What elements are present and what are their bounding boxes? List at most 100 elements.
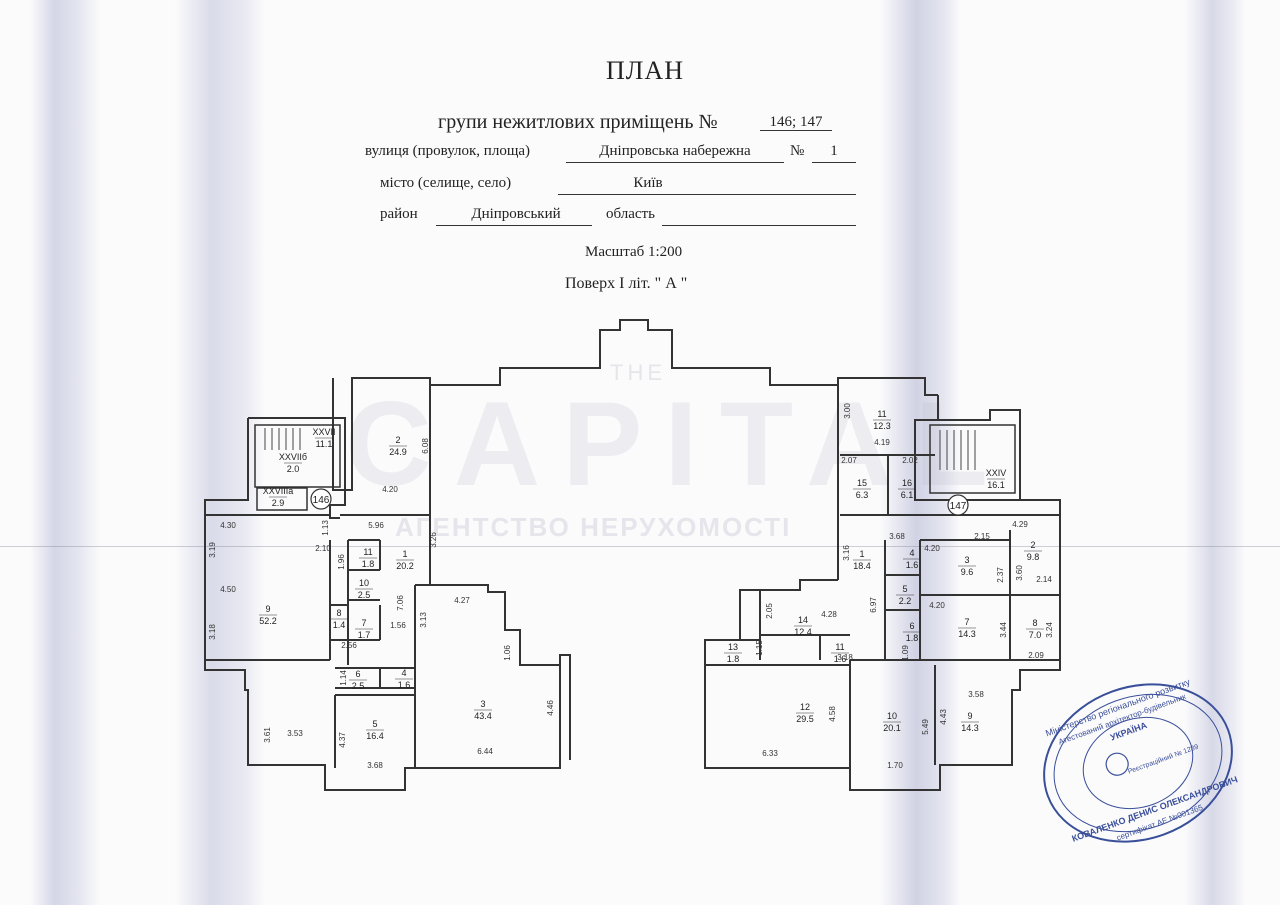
room-label: 120.2 [396, 549, 414, 571]
dimension-label: 4.20 [929, 601, 945, 610]
room-label: 156.3 [853, 478, 871, 500]
room-number: 6 [909, 621, 914, 631]
seal-register: Реєстраційний № 1289 [1127, 743, 1200, 776]
dimension-label: 1.15 [755, 640, 764, 656]
room-label: 102.5 [355, 578, 373, 600]
dimension-label: 1.13 [321, 520, 330, 536]
dimension-label: 2.05 [765, 603, 774, 619]
room-number: 11 [363, 547, 372, 557]
wall [204, 418, 561, 791]
room-area: 11.1 [316, 439, 333, 449]
dimension-label: 3.18 [208, 624, 217, 640]
room-label: 29.8 [1024, 540, 1042, 562]
wall [704, 499, 1061, 791]
dimension-label: 4.37 [338, 732, 347, 748]
room-number: 12 [800, 702, 810, 712]
room-number: 2 [1030, 540, 1035, 550]
room-area: 24.9 [389, 447, 407, 457]
floor-label: Поверх I літ. " А " [565, 275, 688, 292]
dimension-label: 3.26 [429, 532, 438, 548]
room-label: 224.9 [389, 435, 407, 457]
room-label: 14 12.4 [794, 615, 812, 637]
room-number: 10 [887, 711, 897, 721]
dimension-label: 3.61 [263, 727, 272, 743]
room-area: 1.8 [362, 559, 375, 569]
dimension-label: 3.68 [367, 761, 383, 770]
room-area: 1.7 [358, 630, 371, 640]
dimension-label: 1.06 [503, 645, 512, 661]
dimension-label: 5.49 [921, 719, 930, 735]
room-area: 7.0 [1029, 630, 1042, 640]
dimension-label: 1.14 [339, 670, 348, 686]
dimension-label: 2.14 [1036, 575, 1052, 584]
dimension-label: 3.19 [208, 542, 217, 558]
room-number: 6 [355, 669, 360, 679]
street-value: Дніпровська набережна [599, 143, 751, 159]
stair-core [929, 424, 1016, 494]
room-area: 12.4 [794, 627, 812, 637]
room-label: 118.4 [853, 549, 871, 571]
dimension-label: 1.70 [887, 761, 903, 770]
dimension-label: 6.97 [869, 597, 878, 613]
number-underline [812, 162, 856, 163]
room-number: 11 [877, 409, 886, 419]
room-number: 1 [402, 549, 407, 559]
dimension-label: 2.37 [996, 567, 1005, 583]
room-label: 111.8 [359, 547, 377, 569]
room-area: 6.3 [856, 490, 869, 500]
room-area: 18.4 [853, 561, 871, 571]
seal-emblem [1105, 752, 1129, 776]
dimension-label: 1.96 [337, 554, 346, 570]
room-number: 10 [359, 578, 369, 588]
room-number: XXVIIIa [263, 486, 294, 496]
dimension-label: 2.15 [974, 532, 990, 541]
room-label: 87.0 [1026, 618, 1044, 640]
room-label: 343.4 [474, 699, 492, 721]
room-number: 1 [859, 549, 864, 559]
group-label-147: 147 [950, 501, 967, 512]
dimension-label: 3.24 [1045, 622, 1054, 638]
official-seal: Міністерство регіонального розвитку Атес… [1043, 677, 1240, 844]
room-number: 2 [395, 435, 400, 445]
dimension-label: 3.44 [999, 622, 1008, 638]
room-area: 1.6 [906, 560, 919, 570]
dimension-label: 2.07 [841, 456, 857, 465]
seal-ring [1043, 683, 1233, 843]
room-label: 41.6 [903, 548, 921, 570]
dimension-label: 6.08 [421, 438, 430, 454]
district-value: Дніпровський [471, 206, 561, 222]
number-label: № [790, 143, 805, 159]
room-label: 714.3 [958, 617, 976, 639]
room-area: 1.4 [333, 620, 346, 630]
dimension-label: 3.53 [287, 729, 303, 738]
room-label: 61.8 [903, 621, 921, 643]
scan-streak [30, 0, 100, 905]
dimension-label: 1.09 [901, 645, 910, 661]
stair-core [254, 424, 341, 488]
room-area: 9.8 [1027, 552, 1040, 562]
dimension-label: 4.30 [220, 521, 236, 530]
dimension-label: 2.09 [1028, 651, 1044, 660]
dimension-label: 4.20 [382, 485, 398, 494]
room-outline [256, 487, 308, 511]
wall [332, 319, 938, 491]
room-area: 1.8 [906, 633, 919, 643]
dimension-label: 4.27 [454, 596, 470, 605]
street-underline [566, 162, 784, 163]
district-underline [436, 225, 592, 226]
dimension-label: 3.60 [1015, 565, 1024, 581]
room-labels: XXVII11.1XXVIIб2.0XXVIIIa2.9224.9120.295… [259, 409, 1044, 741]
dimension-label: 6.33 [762, 749, 778, 758]
subtitle-prefix: групи нежитлових приміщень № [438, 111, 718, 133]
seal-name: КОВАЛЕНКО ДЕНИС ОЛЕКСАНДРОВИЧ [1071, 774, 1240, 843]
street-label: вулиця (провулок, площа) [365, 143, 531, 159]
room-label: 914.3 [961, 711, 979, 733]
room-number: 8 [1032, 618, 1037, 628]
room-number: 14 [798, 615, 808, 625]
city-value: Київ [633, 175, 663, 191]
